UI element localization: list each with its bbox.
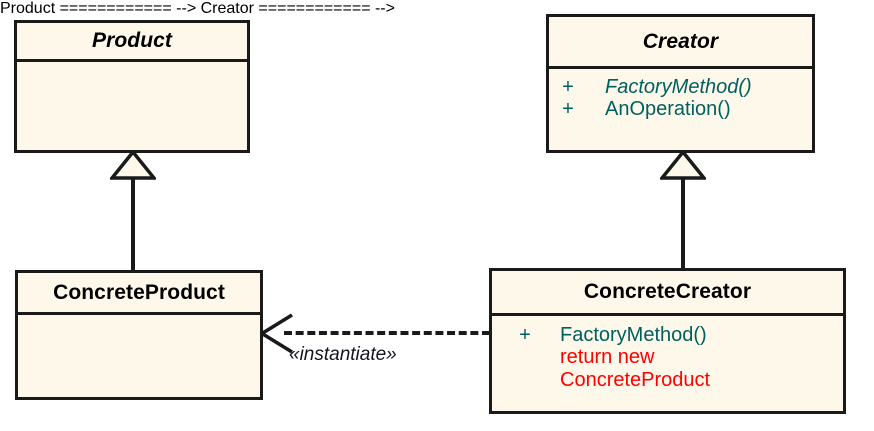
class-members-concreteproduct xyxy=(18,315,260,400)
class-name-concretecreator: ConcreteCreator xyxy=(492,271,843,316)
member-name: return new xyxy=(560,346,655,369)
member-name: AnOperation() xyxy=(605,98,731,121)
class-name-creator: Creator xyxy=(549,17,812,69)
class-name-concreteproduct: ConcreteProduct xyxy=(18,273,260,315)
member-row: + AnOperation() xyxy=(549,98,812,120)
member-row-code: ConcreteProduct xyxy=(498,369,843,391)
class-members-product xyxy=(17,62,247,150)
generalization-line-product xyxy=(131,177,135,270)
member-name: FactoryMethod() xyxy=(560,324,707,346)
member-name: ConcreteProduct xyxy=(560,368,711,391)
member-visibility: + xyxy=(562,98,574,121)
generalization-arrowhead-creator xyxy=(658,149,708,180)
member-row: + FactoryMethod() xyxy=(498,324,843,346)
generalization-arrowhead-product xyxy=(108,149,158,180)
member-visibility: + xyxy=(562,76,574,98)
member-row-code: return new xyxy=(498,346,843,368)
class-name-product: Product xyxy=(17,23,247,62)
dependency-label-instantiate: «instantiate» xyxy=(289,344,397,365)
class-members-creator: + FactoryMethod() + AnOperation() xyxy=(549,69,812,150)
class-box-product[interactable]: Product xyxy=(14,20,250,153)
member-row: + FactoryMethod() xyxy=(549,76,812,98)
member-name: FactoryMethod() xyxy=(605,76,752,98)
member-visibility: + xyxy=(519,324,531,346)
generalization-line-creator xyxy=(681,177,685,269)
class-members-concretecreator: + FactoryMethod() return new ConcretePro… xyxy=(492,316,843,414)
dependency-line-instantiate xyxy=(284,331,490,335)
class-box-creator[interactable]: Creator + FactoryMethod() + AnOperation(… xyxy=(546,14,815,153)
class-box-concretecreator[interactable]: ConcreteCreator + FactoryMethod() return… xyxy=(489,268,846,414)
class-box-concreteproduct[interactable]: ConcreteProduct xyxy=(15,270,263,400)
